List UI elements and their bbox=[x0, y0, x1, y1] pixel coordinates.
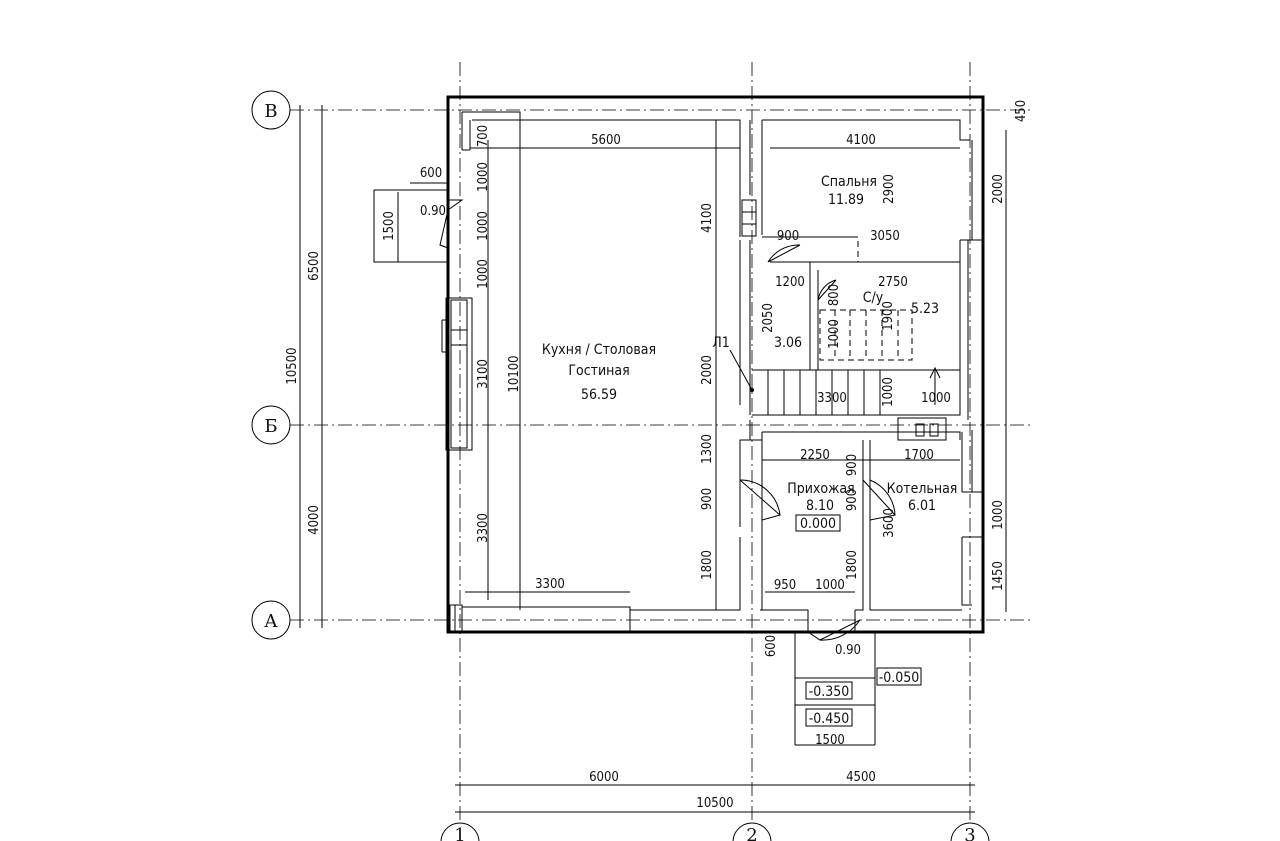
doors bbox=[739, 244, 896, 641]
living-room-area: 56.59 bbox=[581, 387, 617, 403]
svg-text:800: 800 bbox=[827, 284, 842, 306]
svg-text:1000: 1000 bbox=[815, 578, 845, 593]
bedroom-area: 11.89 bbox=[828, 192, 864, 208]
stair-label: Л1 bbox=[712, 335, 730, 351]
bedroom-name: Спальня bbox=[821, 174, 877, 190]
svg-text:900: 900 bbox=[845, 454, 860, 476]
stair-area: 3.06 bbox=[774, 335, 802, 351]
axis-marker-b: Б bbox=[251, 405, 291, 445]
svg-text:3300: 3300 bbox=[817, 391, 847, 406]
svg-text:600: 600 bbox=[764, 635, 779, 657]
svg-text:3100: 3100 bbox=[476, 359, 491, 389]
svg-text:2750: 2750 bbox=[878, 275, 908, 290]
porch-level: -0.050 bbox=[879, 670, 920, 686]
svg-text:3600: 3600 bbox=[882, 508, 897, 538]
left-door-width: 0.90 bbox=[420, 204, 446, 219]
bath-name: С/у bbox=[863, 290, 884, 306]
svg-text:1000: 1000 bbox=[991, 500, 1006, 530]
svg-text:4500: 4500 bbox=[846, 770, 876, 785]
svg-text:1000: 1000 bbox=[476, 211, 491, 241]
boiler-name: Котельная bbox=[887, 481, 958, 497]
svg-text:В: В bbox=[264, 101, 277, 122]
axis-marker-3: 3 bbox=[950, 822, 990, 841]
svg-text:1000: 1000 bbox=[827, 319, 842, 349]
dimension-lines bbox=[299, 105, 1007, 813]
svg-text:10500: 10500 bbox=[696, 796, 733, 811]
svg-text:900: 900 bbox=[845, 489, 860, 511]
exterior-walls bbox=[446, 95, 985, 634]
left-wall-openings bbox=[441, 297, 473, 451]
vertical-dimension-labels: 700 450 1000 1000 1000 1500 3100 10100 3… bbox=[285, 100, 1029, 657]
hall-area: 8.10 bbox=[806, 498, 834, 514]
svg-text:1500: 1500 bbox=[815, 733, 845, 748]
axis-marker-a: А bbox=[251, 600, 291, 640]
svg-text:1800: 1800 bbox=[700, 550, 715, 580]
svg-text:1000: 1000 bbox=[476, 259, 491, 289]
hall-level: 0.000 bbox=[800, 516, 836, 532]
svg-text:2: 2 bbox=[746, 825, 757, 841]
living-room-name: Кухня / Столовая bbox=[542, 342, 656, 358]
svg-text:1450: 1450 bbox=[991, 561, 1006, 591]
svg-text:6500: 6500 bbox=[307, 251, 322, 281]
svg-text:3300: 3300 bbox=[476, 513, 491, 543]
bath-area: 5.23 bbox=[911, 301, 939, 317]
step2-level: -0.450 bbox=[809, 711, 850, 727]
svg-text:1900: 1900 bbox=[881, 301, 896, 331]
svg-text:А: А bbox=[264, 611, 278, 632]
step1-level: -0.350 bbox=[809, 684, 850, 700]
svg-text:1000: 1000 bbox=[921, 391, 951, 406]
svg-text:2250: 2250 bbox=[800, 448, 830, 463]
svg-text:600: 600 bbox=[420, 166, 442, 181]
staircase bbox=[729, 236, 961, 416]
svg-text:1800: 1800 bbox=[845, 550, 860, 580]
svg-text:10100: 10100 bbox=[507, 355, 522, 392]
axis-marker-2: 2 bbox=[732, 822, 772, 841]
svg-text:10500: 10500 bbox=[285, 347, 300, 384]
svg-text:1300: 1300 bbox=[700, 434, 715, 464]
svg-text:2900: 2900 bbox=[882, 174, 897, 204]
svg-text:3300: 3300 bbox=[535, 577, 565, 592]
svg-text:Б: Б bbox=[264, 416, 277, 437]
axis-marker-v: В bbox=[251, 90, 291, 130]
svg-text:1700: 1700 bbox=[904, 448, 934, 463]
dimension-labels: 5600 4100 600 3300 900 3050 1200 2750 33… bbox=[420, 133, 951, 811]
svg-text:4000: 4000 bbox=[307, 505, 322, 535]
svg-text:1000: 1000 bbox=[881, 377, 896, 407]
svg-text:4100: 4100 bbox=[846, 133, 876, 148]
interior-walls bbox=[739, 120, 969, 610]
svg-text:5600: 5600 bbox=[591, 133, 621, 148]
corner-detail bbox=[449, 604, 463, 632]
boiler-area: 6.01 bbox=[908, 498, 936, 514]
svg-text:950: 950 bbox=[774, 578, 796, 593]
svg-text:900: 900 bbox=[777, 229, 799, 244]
svg-text:1200: 1200 bbox=[775, 275, 805, 290]
left-porch bbox=[373, 189, 464, 263]
svg-text:2050: 2050 bbox=[761, 303, 776, 333]
svg-text:1500: 1500 bbox=[382, 211, 397, 241]
hall-level-box bbox=[795, 514, 841, 532]
porch-level-box bbox=[876, 667, 922, 686]
svg-text:700: 700 bbox=[476, 125, 491, 147]
living-room-name2: Гостиная bbox=[568, 363, 629, 379]
svg-text:450: 450 bbox=[1014, 100, 1029, 122]
svg-text:1: 1 bbox=[454, 825, 465, 841]
svg-text:1000: 1000 bbox=[476, 162, 491, 192]
svg-text:2000: 2000 bbox=[700, 355, 715, 385]
svg-text:900: 900 bbox=[700, 488, 715, 510]
svg-text:4100: 4100 bbox=[700, 203, 715, 233]
grid-axes bbox=[290, 62, 1030, 830]
hall-name: Прихожая bbox=[787, 481, 854, 497]
svg-text:3050: 3050 bbox=[870, 229, 900, 244]
step2-level-box bbox=[805, 708, 853, 727]
entrance-porch bbox=[794, 632, 876, 745]
entrance-door-width: 0.90 bbox=[835, 643, 861, 658]
axis-marker-1: 1 bbox=[440, 822, 480, 841]
svg-text:3: 3 bbox=[964, 825, 975, 841]
svg-text:2000: 2000 bbox=[991, 174, 1006, 204]
svg-text:6000: 6000 bbox=[589, 770, 619, 785]
step1-level-box bbox=[805, 681, 853, 700]
